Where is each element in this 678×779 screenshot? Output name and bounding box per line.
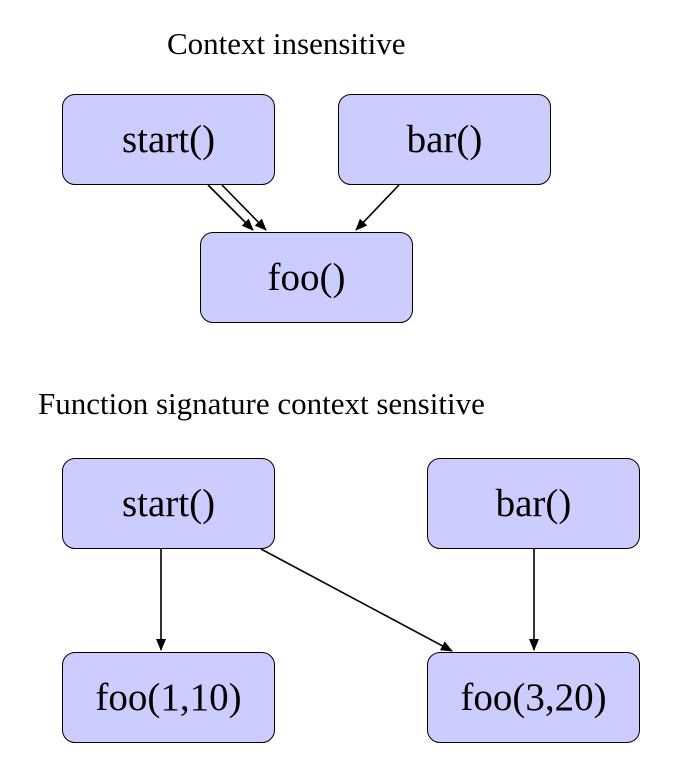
edge-start-to-foo-1 <box>207 184 254 231</box>
diagram-title-context-sensitive: Function signature context sensitive <box>38 386 485 421</box>
node-bar-sensitive: bar() <box>427 458 640 549</box>
node-foo: foo() <box>200 232 413 323</box>
edge-start-to-foo-2 <box>221 184 267 231</box>
node-foo-3-20: foo(3,20) <box>427 652 640 743</box>
node-start: start() <box>62 94 275 185</box>
edge-start-to-foo-3-20 <box>260 548 453 652</box>
edge-bar-to-foo <box>355 184 400 231</box>
diagram-title-context-insensitive: Context insensitive <box>167 26 406 61</box>
node-bar: bar() <box>338 94 551 185</box>
node-foo-1-10: foo(1,10) <box>62 652 275 743</box>
node-start-sensitive: start() <box>62 458 275 549</box>
